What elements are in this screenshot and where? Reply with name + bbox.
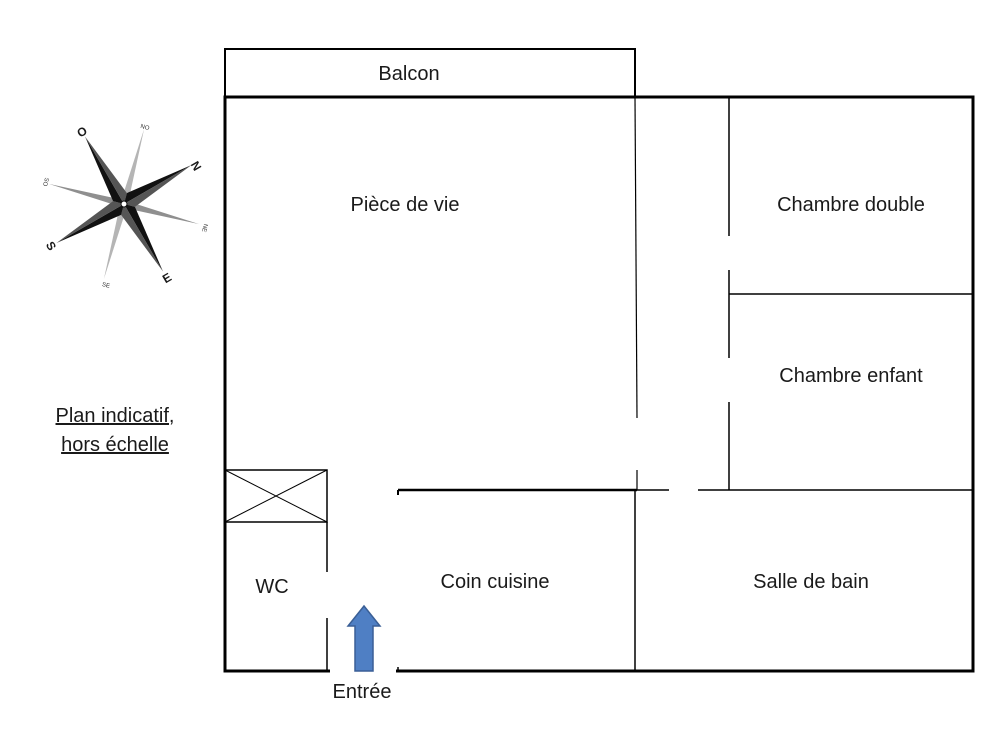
compass-label-west: O xyxy=(74,124,89,141)
compass-rose-icon xyxy=(48,128,200,280)
room-label-wc: WC xyxy=(255,576,288,598)
room-label-child-bedroom: Chambre enfant xyxy=(779,365,923,387)
entrance-label: Entrée xyxy=(333,681,392,703)
room-label-balcon: Balcon xyxy=(378,63,439,85)
compass-label-east: E xyxy=(160,270,174,286)
scale-disclaimer: Plan indicatif, hors échelle xyxy=(30,402,200,460)
scale-disclaimer-line1: Plan indicatif, xyxy=(55,405,175,427)
compass-label-south: S xyxy=(43,239,59,253)
compass-cardinal-points xyxy=(56,136,192,272)
room-label-bathroom: Salle de bain xyxy=(753,571,869,593)
room-label-kitchen: Coin cuisine xyxy=(441,571,550,593)
room-label-living: Pièce de vie xyxy=(351,194,460,216)
compass-center xyxy=(120,200,128,208)
room-label-double-bedroom: Chambre double xyxy=(777,194,925,216)
compass-label-north: N xyxy=(188,159,204,174)
compass-label-southwest: SO xyxy=(41,177,49,187)
entrance-arrow-icon xyxy=(346,604,382,672)
compass-label-southeast: SE xyxy=(101,282,110,290)
living-room-right-wall xyxy=(634,96,638,419)
compass-intercardinal-points xyxy=(48,128,200,280)
scale-disclaimer-line2: hors échelle xyxy=(61,434,169,456)
closet-outline xyxy=(224,469,328,523)
compass-label-northwest: NO xyxy=(140,124,151,132)
compass-label-northeast: NE xyxy=(200,223,208,233)
closet-cross-b xyxy=(224,469,328,523)
apartment-outer-wall xyxy=(223,95,975,673)
